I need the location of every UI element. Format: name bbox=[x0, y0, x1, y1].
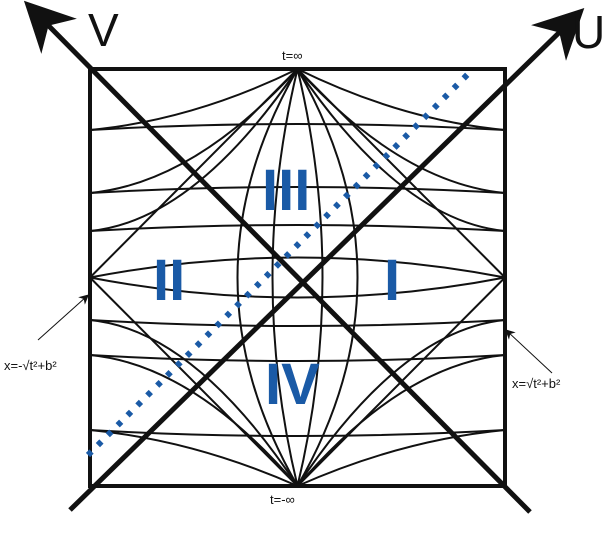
constant-t-curve bbox=[296, 319, 506, 487]
t-minus-infinity-label: t=-∞ bbox=[270, 492, 295, 507]
region-II-label: II bbox=[153, 248, 185, 313]
lens-curve bbox=[236, 68, 299, 487]
t-infinity-label: t=∞ bbox=[282, 48, 302, 63]
v-axis-label: V bbox=[88, 4, 119, 56]
edge-line bbox=[89, 276, 299, 487]
region-I-label: I bbox=[384, 248, 400, 313]
constant-t-curve bbox=[89, 68, 299, 232]
right-boundary-label: x=√t²+b² bbox=[512, 376, 561, 391]
constant-x-curve bbox=[89, 319, 506, 327]
diagram-boundary bbox=[88, 67, 507, 488]
edge-line bbox=[296, 68, 506, 279]
constant-x-curve bbox=[89, 354, 506, 362]
constant-x-curve bbox=[89, 276, 506, 299]
constant-t-curve bbox=[89, 68, 298, 131]
constant-x-curve bbox=[89, 224, 506, 232]
constant-t-curve bbox=[89, 354, 299, 487]
constant-x-curve bbox=[89, 256, 506, 279]
constant-x-curve bbox=[89, 186, 506, 194]
region-III-label: III bbox=[262, 158, 310, 223]
region-IV-label: IV bbox=[265, 352, 320, 417]
lens-curve bbox=[296, 68, 359, 487]
constant-t-curve bbox=[89, 429, 298, 487]
constant-t-curve bbox=[297, 68, 506, 131]
left-annotation-arrow bbox=[37, 294, 89, 341]
right-annotation-arrow bbox=[505, 329, 553, 374]
constant-t-curve bbox=[296, 354, 506, 487]
dotted-worldline bbox=[85, 69, 473, 458]
v-axis bbox=[23, 0, 532, 514]
constant-t-curve bbox=[296, 68, 506, 232]
lens-curve bbox=[271, 68, 299, 487]
constant-t-curve bbox=[89, 319, 299, 487]
u-axis-label: U bbox=[572, 6, 605, 58]
lens-curve bbox=[296, 68, 324, 487]
left-boundary-label: x=-√t²+b² bbox=[4, 358, 57, 373]
constant-t-curve bbox=[297, 429, 506, 487]
u-axis bbox=[68, 8, 585, 512]
